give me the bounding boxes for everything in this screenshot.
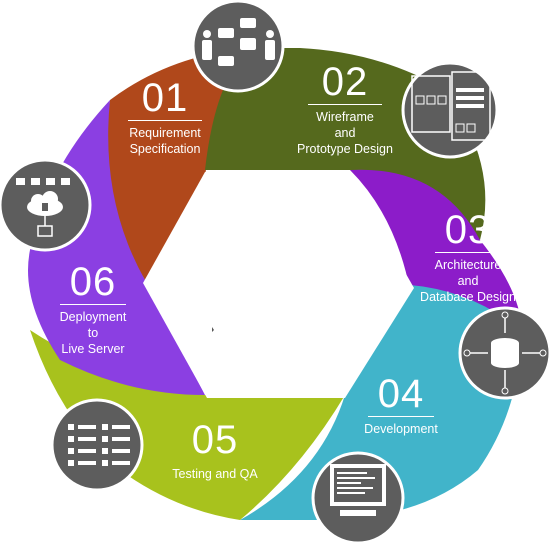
- code-monitor-icon: [311, 451, 405, 545]
- step-02-number: 02: [321, 60, 369, 104]
- database-icon: [458, 306, 550, 400]
- segment-03: [350, 169, 522, 330]
- step-05-number: 05: [191, 418, 239, 462]
- step-04-text: Development: [364, 422, 438, 436]
- step-02-text: Wireframe and Prototype Design: [297, 110, 393, 156]
- step-06-text: Deployment to Live Server: [59, 310, 127, 356]
- step-06-label: 06 Deployment to Live Server: [48, 262, 138, 357]
- step-05-text: Testing and QA: [172, 467, 258, 481]
- segment-04: [240, 285, 522, 520]
- wireframe-icon: [401, 61, 499, 159]
- cloud-server-icon: [0, 158, 92, 252]
- step-06-number: 06: [69, 260, 117, 304]
- step-01-text: Requirement Specification: [129, 126, 201, 156]
- checklist-icon: [50, 398, 144, 492]
- step-04-number: 04: [377, 372, 425, 416]
- step-01-label: 01 Requirement Specification: [115, 78, 215, 157]
- step-01-number: 01: [141, 76, 189, 120]
- people-discussion-icon: [191, 0, 285, 93]
- cursor-mark: [212, 327, 214, 332]
- step-05-label: 05 Testing and QA: [165, 420, 265, 482]
- step-03-label: 03 Architecture and Database Design: [418, 210, 518, 305]
- step-03-text: Architecture and Database Design: [420, 258, 516, 304]
- step-04-label: 04 Development: [353, 374, 449, 437]
- step-03-number: 03: [444, 208, 492, 252]
- step-02-label: 02 Wireframe and Prototype Design: [290, 62, 400, 157]
- segment-01: [106, 48, 301, 280]
- inner-hexagon: [143, 172, 414, 398]
